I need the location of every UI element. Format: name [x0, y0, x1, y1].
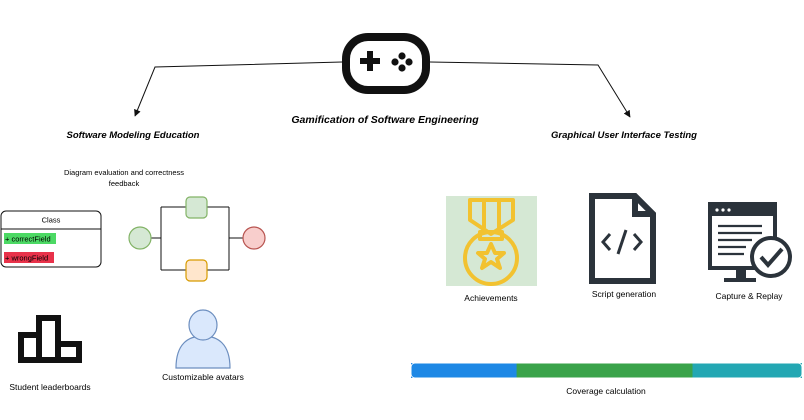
- diagram-feedback-caption-line1: Diagram evaluation and correctness: [64, 168, 184, 177]
- script-generation-caption: Script generation: [592, 289, 657, 299]
- right-branch-title: Graphical User Interface Testing: [551, 130, 697, 141]
- avatars-caption: Customizable avatars: [162, 372, 244, 382]
- coverage-caption: Coverage calculation: [566, 386, 646, 396]
- connector-right: [429, 61, 631, 118]
- lower-process-node: [185, 259, 208, 282]
- wrong-field-highlight: [4, 252, 54, 263]
- coverage-bar-outline: [410, 362, 803, 379]
- upper-process-node: [185, 196, 208, 219]
- capture-replay-caption: Capture & Replay: [715, 291, 783, 301]
- start-node: [128, 226, 152, 250]
- medal-icon: [446, 196, 537, 286]
- monitor-check-icon: [708, 202, 792, 282]
- avatar-icon: [175, 309, 231, 369]
- flow-diagram: [128, 196, 266, 282]
- class-header: Class: [42, 216, 61, 225]
- correct-field-highlight: [4, 233, 56, 244]
- diagram-feedback-caption-line2: feedback: [109, 179, 140, 188]
- wrong-field: + wrongField: [5, 254, 48, 263]
- code-file-icon: [589, 193, 656, 284]
- podium-icon: [18, 315, 82, 363]
- connector-left: [134, 61, 343, 117]
- main-title: Gamification of Software Engineering: [291, 114, 479, 126]
- leaderboards-caption: Student leaderboards: [9, 382, 90, 392]
- achievements-caption: Achievements: [464, 293, 517, 303]
- uml-class-box: Class + correctField + wrongField: [0, 210, 102, 268]
- coverage-segment-green: [516, 363, 694, 378]
- correct-field: + correctField: [5, 235, 51, 244]
- coverage-segment-teal: [692, 363, 802, 378]
- end-node: [242, 226, 266, 250]
- coverage-bar: [410, 362, 803, 379]
- coverage-segment-blue: [411, 363, 518, 378]
- left-branch-title: Software Modeling Education: [66, 130, 199, 141]
- gamepad-icon: [342, 33, 430, 94]
